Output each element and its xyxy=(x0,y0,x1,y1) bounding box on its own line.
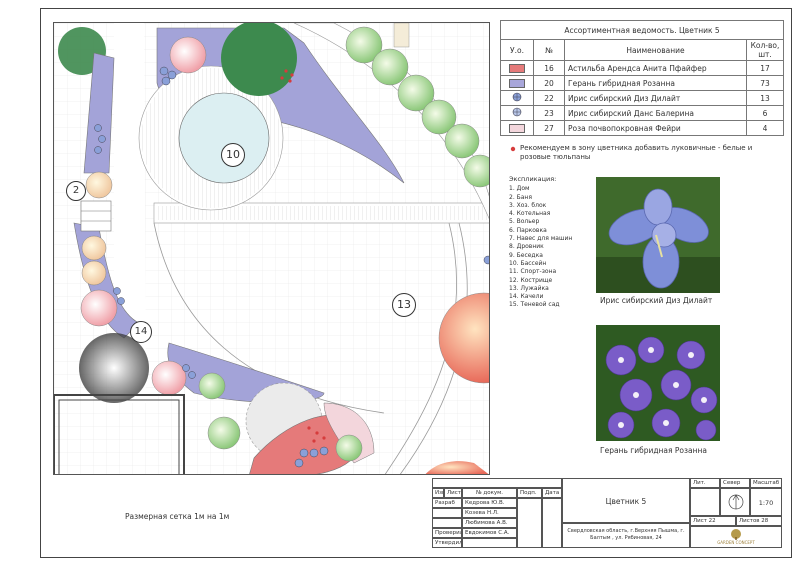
garden-plan: 2 10 13 14 xyxy=(53,22,490,475)
logo-text: GARDEN CONCEPT xyxy=(717,540,755,545)
stamp-role xyxy=(432,508,462,518)
list-item: 12. Кострище xyxy=(509,276,553,284)
header-uo: У.о. xyxy=(500,39,534,61)
plan-label-14: 14 xyxy=(130,321,152,343)
stamp-date-col xyxy=(542,498,562,548)
plan-label-13: 13 xyxy=(392,293,416,317)
row-num: 23 xyxy=(533,105,565,121)
iris-icon xyxy=(512,107,522,117)
stamp-sever: Север xyxy=(720,478,750,488)
list-item: 4. Котельная xyxy=(509,210,551,218)
tulip-dot-icon xyxy=(510,146,516,152)
table-row: 20 Герань гибридная Розанна 73 xyxy=(500,75,784,91)
explication: Экспликация: 1. Дом 2. Баня 3. Хоз. блок… xyxy=(509,175,572,310)
table-row: 22 Ирис сибирский Диз Дилайт 13 xyxy=(500,90,784,106)
row-qty: 73 xyxy=(746,75,784,91)
stamp-header-date: Дата xyxy=(542,488,562,498)
geranium-photo xyxy=(596,325,720,441)
stamp-sheet: Лист 22 xyxy=(690,516,736,526)
stamp-masshtab: Масштаб xyxy=(750,478,782,488)
stamp-lit: Лит. xyxy=(690,478,720,488)
title-block: Изм Лист № докум. Подп. Дата Разраб Кедр… xyxy=(432,478,792,558)
plan-label-10: 10 xyxy=(221,143,245,167)
stamp-address: Свердловская область, г.Верхняя Пышма, г… xyxy=(562,523,690,548)
list-item: 9. Беседка xyxy=(509,251,543,259)
stamp-header-sign: Подп. xyxy=(517,488,542,498)
grid-note: Размерная сетка 1м на 1м xyxy=(125,512,230,521)
list-item: 5. Вольер xyxy=(509,218,540,226)
table-title: Ассортиментная ведомость. Цветник 5 xyxy=(500,20,784,40)
row-qty: 13 xyxy=(746,90,784,106)
row-num: 22 xyxy=(533,90,565,106)
table-row: 16 Астильба Арендса Анита Пфайфер 17 xyxy=(500,60,784,76)
explication-title: Экспликация: xyxy=(509,175,557,183)
list-item: 1. Дом xyxy=(509,185,530,193)
stamp-name: Любимова А.В. xyxy=(462,518,517,528)
recommendation-note: Рекомендуем в зону цветника добавить лук… xyxy=(520,144,753,161)
header-name: Наименование xyxy=(564,39,747,61)
assortment-table: Ассортиментная ведомость. Цветник 5 У.о.… xyxy=(500,20,784,136)
stamp-role: Утвердил xyxy=(432,538,462,548)
row-qty: 17 xyxy=(746,60,784,76)
plan-drawing xyxy=(54,23,489,474)
list-item: 14. Качели xyxy=(509,293,544,301)
row-num: 27 xyxy=(533,120,565,136)
list-item: 7. Навес для машин xyxy=(509,235,573,243)
north-arrow-icon xyxy=(720,488,750,516)
stamp-name: Евдокимов С.А. xyxy=(462,528,517,538)
astilbe-swatch xyxy=(509,63,525,73)
stamp-role: Разраб xyxy=(432,498,462,508)
stamp-scale: 1:70 xyxy=(750,488,782,516)
geranium-caption: Герань гибридная Розанна xyxy=(600,446,708,455)
stamp-sign-col xyxy=(517,498,542,548)
table-row: 27 Роза почвопокровная Фейри 4 xyxy=(500,120,784,136)
list-item: 6. Парковка xyxy=(509,226,547,234)
list-item: 13. Лужайка xyxy=(509,284,549,292)
stamp-name xyxy=(462,538,517,548)
list-item: 3. Хоз. блок xyxy=(509,201,547,209)
table-row: 23 Ирис сибирский Данс Балерина 6 xyxy=(500,105,784,121)
stamp-name: Козева Н.Л. xyxy=(462,508,517,518)
stamp-role xyxy=(432,518,462,528)
row-qty: 4 xyxy=(746,120,784,136)
tree-logo-icon xyxy=(731,529,741,540)
row-qty: 6 xyxy=(746,105,784,121)
row-name: Ирис сибирский Данс Балерина xyxy=(564,105,747,121)
stamp-header-izm: Изм xyxy=(432,488,444,498)
plan-label-2: 2 xyxy=(66,181,86,201)
header-num: № xyxy=(533,39,565,61)
stamp-header-list: Лист xyxy=(444,488,462,498)
drawing-frame xyxy=(40,8,792,558)
stamp-lit-value xyxy=(690,488,720,516)
iris-photo xyxy=(596,177,720,293)
company-logo: GARDEN CONCEPT xyxy=(690,526,782,548)
stamp-header-doc: № докум. xyxy=(462,488,517,498)
row-name: Роза почвопокровная Фейри xyxy=(564,120,747,136)
stamp-name: Кедрова Ю.В. xyxy=(462,498,517,508)
list-item: 8. Дровник xyxy=(509,243,544,251)
stamp-role: Проверил xyxy=(432,528,462,538)
row-name: Астильба Арендса Анита Пфайфер xyxy=(564,60,747,76)
list-item: 11. Спорт-зона xyxy=(509,268,557,276)
header-qty: Кол-во, шт. xyxy=(746,39,784,61)
stamp-title: Цветник 5 xyxy=(562,478,690,523)
stamp-blank-row xyxy=(432,478,562,488)
rose-swatch xyxy=(509,123,525,133)
list-item: 10. Бассейн xyxy=(509,259,547,267)
row-name: Герань гибридная Розанна xyxy=(564,75,747,91)
geranium-swatch xyxy=(509,78,525,88)
iris-caption: Ирис сибирский Диз Дилайт xyxy=(600,296,713,305)
iris-icon xyxy=(512,92,522,102)
list-item: 15. Теневой сад xyxy=(509,301,560,309)
row-num: 16 xyxy=(533,60,565,76)
row-name: Ирис сибирский Диз Дилайт xyxy=(564,90,747,106)
list-item: 2. Баня xyxy=(509,193,532,201)
row-num: 20 xyxy=(533,75,565,91)
stamp-sheets: Листов 28 xyxy=(736,516,782,526)
